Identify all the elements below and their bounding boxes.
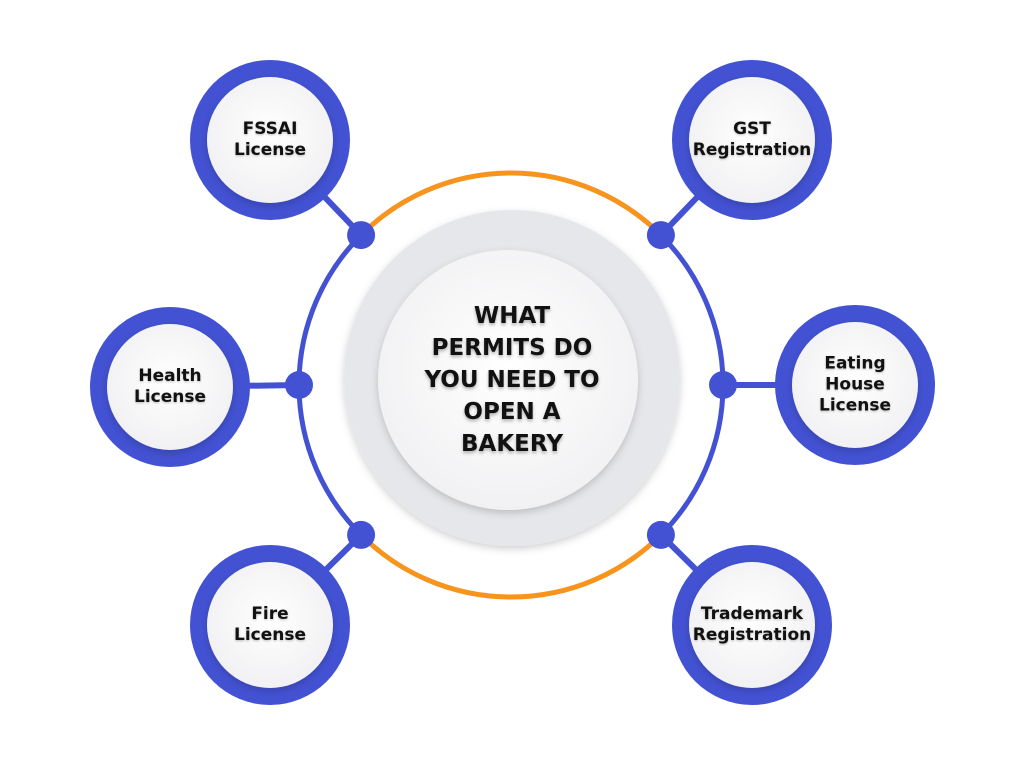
connector-dot xyxy=(709,371,737,399)
center-title: WHAT PERMITS DO YOU NEED TO OPEN A BAKER… xyxy=(424,303,600,457)
node-inner xyxy=(792,322,918,448)
node-label: GST Registration xyxy=(692,119,812,160)
connector-dot xyxy=(347,520,376,549)
node-label: Eating House License xyxy=(818,353,892,416)
node-label: Trademark Registration xyxy=(692,604,812,645)
node-inner xyxy=(207,77,333,203)
connector-dot xyxy=(646,520,675,549)
connector-dot xyxy=(347,221,376,250)
center-inner-disc xyxy=(378,250,638,510)
ring-arc-bottom xyxy=(359,533,663,600)
node-inner xyxy=(689,77,815,203)
connector-dot xyxy=(285,371,313,399)
ring-arc-top xyxy=(359,170,663,237)
node-label: Fire License xyxy=(233,604,307,645)
node-inner xyxy=(689,562,815,688)
node-inner xyxy=(107,324,233,450)
node-inner xyxy=(207,562,333,688)
node-label: FSSAI License xyxy=(233,119,307,160)
connector-dot xyxy=(646,221,675,250)
node-label: Health License xyxy=(133,366,207,407)
